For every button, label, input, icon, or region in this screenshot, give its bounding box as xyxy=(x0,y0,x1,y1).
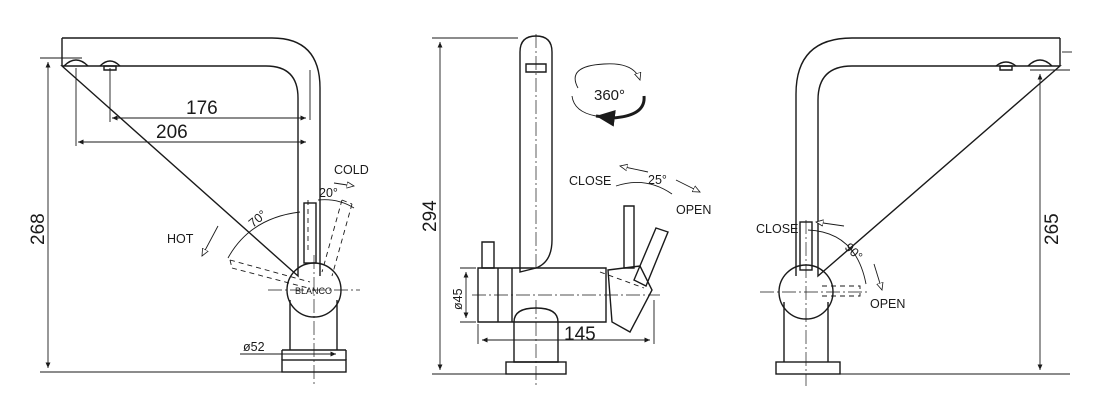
dim-294-label: 294 xyxy=(420,200,441,232)
hot-position-ghost xyxy=(229,259,311,289)
front-view xyxy=(432,34,700,386)
dim-265-label: 265 xyxy=(1042,213,1063,245)
side-view xyxy=(40,37,360,385)
front-lever xyxy=(623,205,635,269)
rear-close-arrow xyxy=(816,222,845,226)
dim-52-label: ø52 xyxy=(243,340,265,354)
cold-arrow xyxy=(333,183,354,186)
front-open-label: OPEN xyxy=(676,203,711,217)
rotation-label: 360° xyxy=(594,87,625,104)
rear-open-arrow xyxy=(873,263,882,290)
side-body-column xyxy=(289,300,338,350)
rear-aerator-outlet xyxy=(1027,59,1053,67)
front-lever-handle xyxy=(607,265,653,333)
rear-aerator-inlet xyxy=(995,61,1017,71)
front-base-column xyxy=(513,307,559,363)
front-close-arrow xyxy=(620,166,649,173)
hot-arrow xyxy=(202,225,219,256)
cold-angle-label: 20° xyxy=(319,186,338,200)
side-lever xyxy=(303,202,317,264)
front-body xyxy=(477,267,607,323)
front-angle-label: 25° xyxy=(648,173,667,187)
cold-label: COLD xyxy=(334,163,369,177)
dim-45-label: ø45 xyxy=(451,288,465,310)
rear-spout xyxy=(795,37,1062,278)
hot-angle-label: 70° xyxy=(246,207,269,230)
rear-open-label: OPEN xyxy=(870,297,905,311)
hot-angle-arc xyxy=(227,211,301,259)
rear-base xyxy=(775,361,841,375)
cold-position-ghost xyxy=(321,199,353,277)
rear-angle-arc xyxy=(807,229,867,285)
front-spout xyxy=(519,35,553,273)
aerator-inlet xyxy=(99,60,121,71)
rotation-arrow-top xyxy=(574,63,640,89)
dim-145-label: 145 xyxy=(564,324,596,345)
aerator-outlet xyxy=(63,59,89,67)
dim-206-label: 206 xyxy=(156,122,188,143)
rotation-arrow-bottom xyxy=(595,95,646,127)
front-open-arrow xyxy=(675,179,700,192)
side-spout xyxy=(60,37,321,278)
front-left-stub xyxy=(481,241,495,269)
front-angle-arc xyxy=(615,181,673,195)
dim-176-label: 176 xyxy=(186,98,218,119)
front-close-label: CLOSE xyxy=(569,174,611,188)
rear-close-label: CLOSE xyxy=(756,222,798,236)
hot-label: HOT xyxy=(167,232,194,246)
rear-body-column xyxy=(783,302,829,362)
cold-angle-arc xyxy=(317,199,355,209)
brand-mark: BLANCO xyxy=(295,286,332,296)
dim-268-label: 268 xyxy=(28,213,49,245)
rear-view xyxy=(760,37,1072,386)
rear-open-ghost xyxy=(822,285,861,297)
